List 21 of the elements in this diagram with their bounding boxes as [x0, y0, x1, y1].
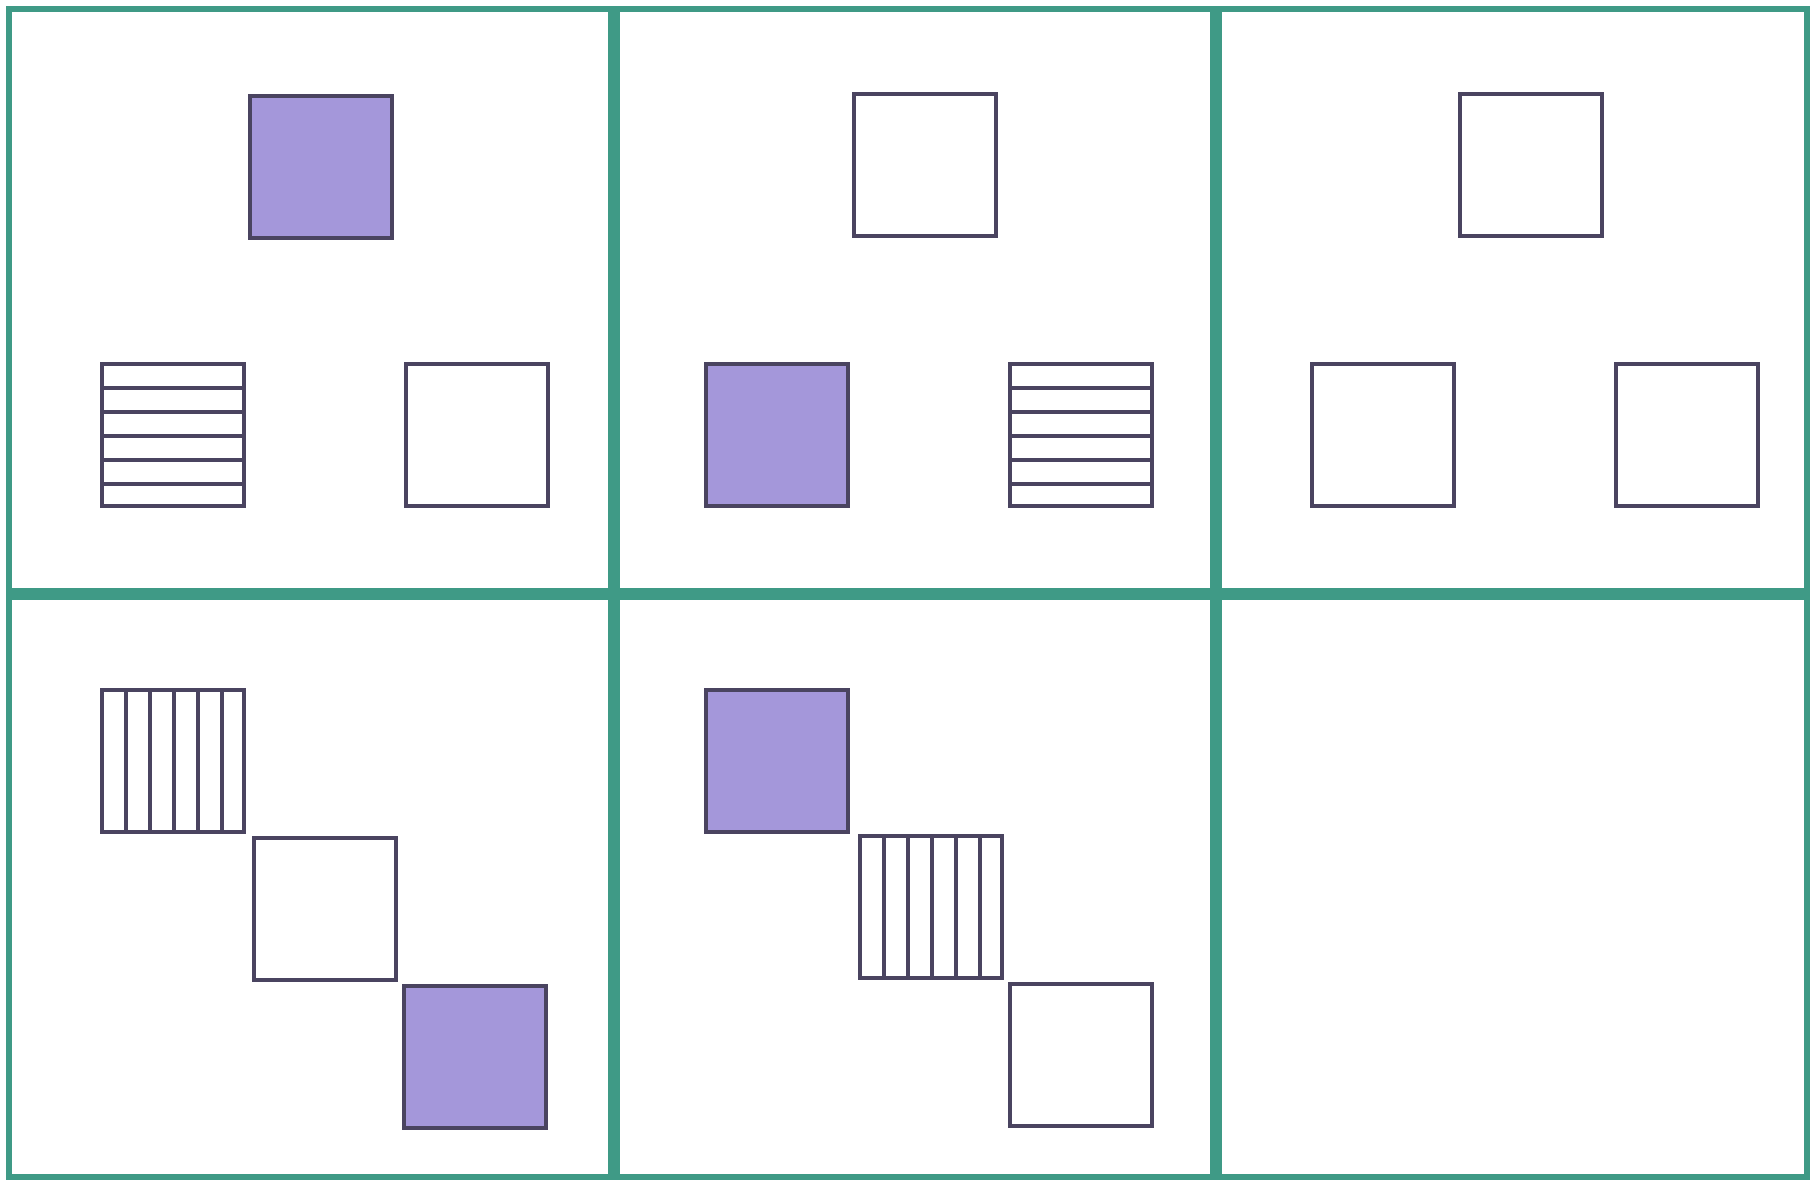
empty-square: [252, 836, 398, 982]
empty-square: [1008, 982, 1154, 1128]
grid-panel: [614, 594, 1216, 1180]
grid-panel: [1216, 6, 1810, 594]
empty-square: [1310, 362, 1456, 508]
horizontal-striped-square: [100, 362, 246, 508]
filled-square: [402, 984, 548, 1130]
grid-panel: [6, 594, 614, 1180]
vertical-striped-square: [858, 834, 1004, 980]
grid-panel: [6, 6, 614, 594]
grid-panel: [1216, 594, 1810, 1180]
empty-square: [1614, 362, 1760, 508]
filled-square: [248, 94, 394, 240]
empty-square: [852, 92, 998, 238]
filled-square: [704, 688, 850, 834]
grid-panel: [614, 6, 1216, 594]
empty-square: [404, 362, 550, 508]
filled-square: [704, 362, 850, 508]
vertical-striped-square: [100, 688, 246, 834]
horizontal-striped-square: [1008, 362, 1154, 508]
empty-square: [1458, 92, 1604, 238]
